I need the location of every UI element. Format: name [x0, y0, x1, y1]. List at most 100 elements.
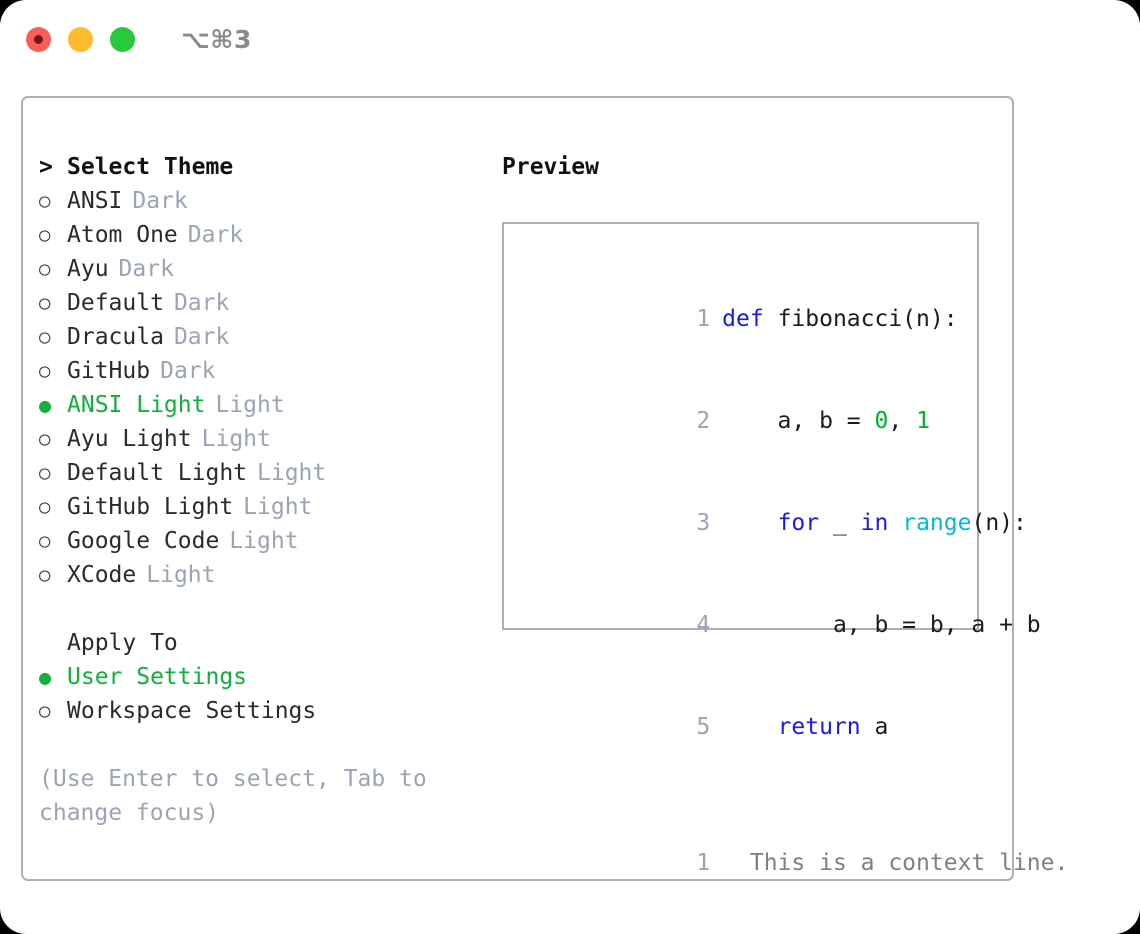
main-content-panel: > Select Theme ○ ANSI Dark ○ Atom One Da…: [21, 96, 1068, 881]
close-light[interactable]: [26, 26, 51, 52]
theme-name: Atom One: [67, 222, 178, 248]
radio-unselected-icon: ○: [39, 564, 51, 586]
theme-kind: Dark: [187, 222, 244, 248]
code-token: ,: [888, 408, 917, 434]
theme-kind: Light: [201, 426, 271, 452]
theme-item-github-dark[interactable]: ○ GitHub Dark: [39, 354, 479, 388]
theme-item-ayu-dark[interactable]: ○ Ayu Dark: [39, 252, 479, 286]
code-token: a: [860, 714, 889, 740]
select-theme-heading-label: Select Theme: [67, 154, 234, 180]
diff-line-deleted: 2- This line was deleted.: [518, 914, 977, 934]
code-line: 5 return a: [518, 676, 977, 778]
theme-name: Dracula: [67, 324, 164, 350]
apply-to-item-label: User Settings: [67, 664, 248, 690]
select-theme-heading: > Select Theme: [39, 150, 479, 184]
code-token: a, b = b, a + b: [722, 612, 1041, 638]
theme-kind: Dark: [132, 188, 188, 214]
line-number: 1: [696, 306, 711, 332]
theme-name: GitHub Light: [67, 494, 234, 520]
title-bar: ⌥⌘3: [0, 0, 1140, 78]
code-token: a, b =: [722, 408, 875, 434]
theme-name: Ayu Light: [67, 426, 192, 452]
traffic-lights: [26, 26, 135, 52]
code-token: 1: [916, 408, 930, 434]
apply-to-heading: Apply To: [39, 626, 479, 660]
code-line: 2 a, b = 0, 1: [518, 370, 977, 472]
theme-name: GitHub: [67, 358, 151, 384]
code-token: 0: [874, 408, 889, 434]
radio-unselected-icon: ○: [39, 190, 51, 212]
theme-item-atom-one-dark[interactable]: ○ Atom One Dark: [39, 218, 479, 252]
diff-line-context: 1 This is a context line.: [518, 812, 1068, 914]
keyboard-shortcut-label: ⌥⌘3: [181, 24, 252, 54]
radio-unselected-icon: ○: [39, 326, 51, 348]
close-icon: [34, 34, 43, 44]
theme-name: Default: [67, 290, 164, 316]
theme-item-ansi-light[interactable]: ● ANSI Light Light: [39, 388, 479, 422]
line-number: 3: [696, 510, 711, 536]
code-token: [722, 510, 777, 536]
radio-unselected-icon: ○: [39, 292, 51, 314]
theme-item-github-light[interactable]: ○ GitHub Light Light: [39, 490, 479, 524]
line-number: 1: [696, 850, 711, 876]
theme-item-dracula-dark[interactable]: ○ Dracula Dark: [39, 320, 479, 354]
code-line: 3 for _ in range(n):: [518, 472, 1027, 574]
theme-item-ayu-light[interactable]: ○ Ayu Light Light: [39, 422, 479, 456]
theme-name: ANSI Light: [67, 392, 206, 418]
minimize-light[interactable]: [68, 26, 93, 52]
theme-name: Default Light: [67, 460, 248, 486]
preview-title: Preview: [502, 154, 599, 180]
apply-to-item-user-settings[interactable]: ● User Settings: [39, 660, 479, 694]
radio-unselected-icon: ○: [39, 496, 51, 518]
radio-unselected-icon: ○: [39, 462, 51, 484]
radio-unselected-icon: ○: [39, 224, 51, 246]
apply-to-item-workspace-settings[interactable]: ○ Workspace Settings: [39, 694, 479, 728]
theme-picker-column: > Select Theme ○ ANSI Dark ○ Atom One Da…: [39, 150, 479, 830]
maximize-light[interactable]: [110, 26, 135, 52]
theme-item-default-light[interactable]: ○ Default Light Light: [39, 456, 479, 490]
theme-name: Google Code: [67, 528, 220, 554]
code-token: fibonacci(n):: [777, 306, 958, 332]
radio-unselected-icon: ○: [39, 428, 51, 450]
line-number: 5: [696, 714, 711, 740]
code-token: _: [819, 510, 861, 536]
theme-kind: Light: [243, 494, 313, 520]
radio-unselected-icon: ○: [39, 258, 51, 280]
list-section-gap: [39, 592, 479, 626]
theme-item-ansi-dark[interactable]: ○ ANSI Dark: [39, 184, 479, 218]
code-token: [722, 714, 777, 740]
line-number: 2: [696, 408, 711, 434]
theme-name: ANSI: [67, 188, 123, 214]
theme-kind: Light: [215, 392, 285, 418]
apply-to-heading-label: Apply To: [67, 630, 178, 656]
theme-kind: Dark: [173, 324, 230, 350]
code-token: range: [902, 510, 972, 536]
line-number: 4: [696, 612, 711, 638]
theme-name: XCode: [67, 562, 137, 588]
theme-kind: Dark: [118, 256, 174, 282]
theme-kind: Light: [229, 528, 299, 554]
theme-item-default-dark[interactable]: ○ Default Dark: [39, 286, 479, 320]
code-token: for: [777, 510, 820, 536]
preview-section-gap: [518, 778, 977, 812]
radio-unselected-icon: ○: [39, 700, 51, 722]
theme-kind: Light: [146, 562, 216, 588]
theme-item-xcode-light[interactable]: ○ XCode Light: [39, 558, 479, 592]
radio-unselected-icon: ○: [39, 530, 51, 552]
radio-unselected-icon: ○: [39, 360, 51, 382]
theme-kind: Light: [257, 460, 327, 486]
code-token: (n):: [971, 510, 1027, 536]
help-text: (Use Enter to select, Tab to change focu…: [39, 766, 441, 826]
theme-kind: Dark: [160, 358, 216, 384]
caret-icon: >: [39, 154, 53, 180]
theme-item-google-code-light[interactable]: ○ Google Code Light: [39, 524, 479, 558]
code-token: [888, 510, 902, 536]
radio-selected-icon: ●: [39, 393, 52, 417]
code-token: return: [777, 714, 861, 740]
apply-to-item-label: Workspace Settings: [67, 698, 317, 724]
diff-text: This is a context line.: [722, 850, 1069, 876]
code-line: 4 a, b = b, a + b: [518, 574, 1040, 676]
